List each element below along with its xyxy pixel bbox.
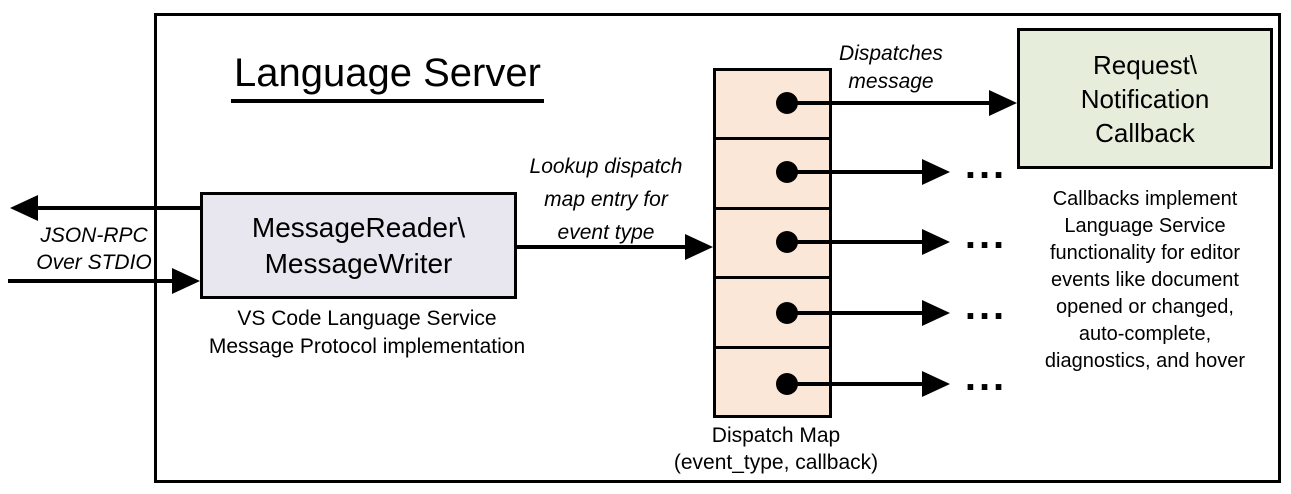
callback-box-label: Request\ Notification Callback <box>1080 49 1210 148</box>
diagram-title: Language Server <box>231 50 544 103</box>
request-notification-callback-box: Request\ Notification Callback <box>1017 28 1273 169</box>
ellipsis: ... <box>964 143 1008 187</box>
ellipsis: ... <box>964 213 1008 257</box>
dispatch-map-cell <box>716 279 829 349</box>
dispatch-map-cell <box>716 140 829 210</box>
message-reader-writer-box: MessageReader\ MessageWriter <box>200 192 517 299</box>
message-reader-writer-label: MessageReader\ MessageWriter <box>251 211 466 279</box>
dispatch-map-cell <box>716 210 829 280</box>
ellipsis: ... <box>964 284 1008 328</box>
dispatch-map-cell <box>716 349 829 415</box>
dispatch-map-cell <box>716 71 829 141</box>
dispatch-map <box>713 68 832 418</box>
ellipsis: ... <box>964 355 1008 399</box>
dispatch-map-caption: Dispatch Map (event_type, callback) <box>673 424 879 474</box>
message-box-caption: VS Code Language Service Message Protoco… <box>208 307 526 358</box>
callbacks-note: Callbacks implement Language Service fun… <box>1044 188 1246 372</box>
lookup-dispatch-label: Lookup dispatch map entry for event type <box>529 155 683 244</box>
stdio-channel-label: JSON-RPC Over STDIO <box>36 224 152 274</box>
dispatches-message-label: Dispatches message <box>839 42 943 93</box>
diagram-title-text: Language Server <box>231 50 544 103</box>
